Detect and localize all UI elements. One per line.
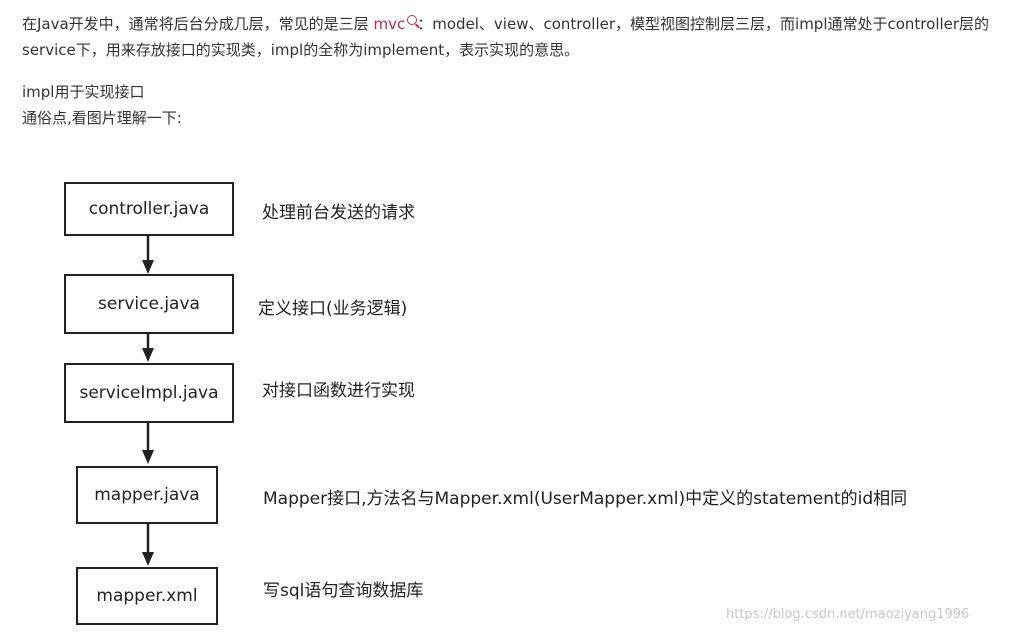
box-mapper-xml-label: mapper.xml <box>96 586 198 606</box>
desc-controller: 处理前台发送的请求 <box>262 203 415 223</box>
watermark: https://blog.csdn.net/maoziyang1996 <box>726 607 970 622</box>
search-icon <box>407 15 418 25</box>
arrow-impl-to-mapper <box>142 422 154 464</box>
arrow-mapper-to-xml <box>142 524 154 566</box>
diagram-intro-line: 通俗点,看图片理解一下: <box>22 109 182 127</box>
mvc-link-text: mvc <box>373 15 406 33</box>
intro-text-after: ：model、view、controller，模型视图控制层三层，而impl通常… <box>22 15 990 59</box>
flow-arrows <box>142 235 154 566</box>
box-controller-label: controller.java <box>88 199 210 219</box>
arrow-controller-to-service <box>142 235 154 274</box>
arrow-service-to-impl <box>142 333 154 362</box>
intro-text-before: 在Java开发中，通常将后台分成几层，常见的是三层 <box>22 15 374 33</box>
box-serviceimpl-label: serviceImpl.java <box>79 383 219 403</box>
mvc-keyword-link[interactable]: mvc <box>373 15 418 33</box>
impl-summary-line: impl用于实现接口 <box>22 83 145 101</box>
desc-mapper-java: Mapper接口,方法名与Mapper.xml(UserMapper.xml)中… <box>263 489 908 509</box>
desc-mapper-xml: 写sql语句查询数据库 <box>263 581 424 601</box>
box-mapper-java: mapper.java <box>76 466 218 524</box>
box-service-label: service.java <box>98 294 200 314</box>
desc-serviceimpl: 对接口函数进行实现 <box>262 381 415 401</box>
intro-paragraph: 在Java开发中，通常将后台分成几层，常见的是三层 mvc：model、view… <box>22 11 992 63</box>
box-mapper-java-label: mapper.java <box>94 485 200 505</box>
box-controller: controller.java <box>64 182 234 236</box>
desc-service: 定义接口(业务逻辑) <box>258 299 408 319</box>
box-serviceimpl: serviceImpl.java <box>64 363 234 423</box>
box-mapper-xml: mapper.xml <box>76 567 218 625</box>
architecture-diagram: controller.java 处理前台发送的请求 service.java 定… <box>0 150 1009 635</box>
box-service: service.java <box>64 274 234 334</box>
